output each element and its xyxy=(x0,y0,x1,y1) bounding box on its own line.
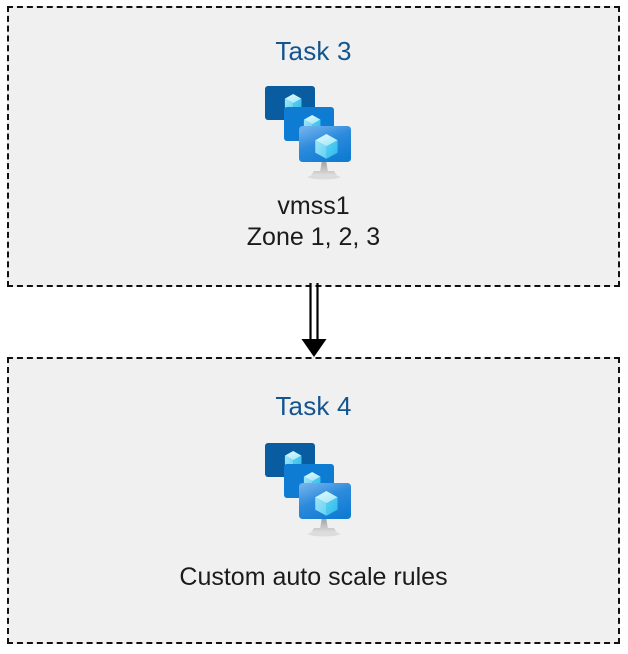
task-box-task-4[interactable]: Task 4 xyxy=(7,357,620,644)
double-line-down-arrow xyxy=(296,283,332,359)
vm-scale-set-icon xyxy=(262,84,366,181)
caption-line: Custom auto scale rules xyxy=(179,563,448,591)
task-caption: vmss1 Zone 1, 2, 3 xyxy=(247,191,380,253)
caption-line: Zone 1, 2, 3 xyxy=(246,223,381,251)
vm-scale-set-icon xyxy=(262,441,366,538)
task-caption: Custom auto scale rules xyxy=(179,562,447,593)
task-box-task-3[interactable]: Task 3 xyxy=(7,6,620,287)
task-title: Task 4 xyxy=(275,391,352,421)
caption-line: vmss1 xyxy=(277,192,350,220)
task-title: Task 3 xyxy=(275,36,352,66)
